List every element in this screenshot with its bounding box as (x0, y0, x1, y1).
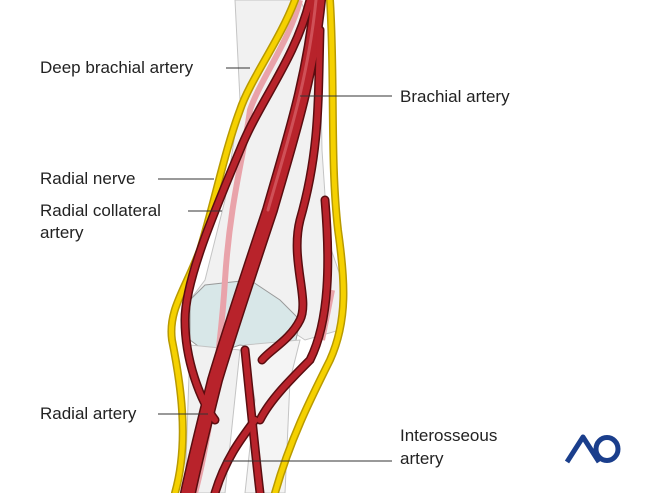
label-interosseous-artery-2: artery (400, 449, 444, 468)
collateral-branch (259, 27, 323, 363)
label-radial-collateral-artery-1: Radial collateral (40, 201, 161, 220)
label-radial-artery: Radial artery (40, 404, 137, 423)
radial-collateral-artery (181, 0, 313, 423)
ao-logo (564, 434, 621, 464)
recurrent-branch (257, 197, 331, 423)
label-interosseous-artery-1: Interosseous (400, 426, 498, 445)
label-brachial-artery: Brachial artery (400, 87, 510, 106)
label-radial-nerve: Radial nerve (40, 169, 136, 188)
brachial-artery (181, 0, 325, 493)
label-deep-brachial-artery: Deep brachial artery (40, 58, 194, 77)
ulnar-nerve (272, 0, 346, 493)
label-radial-collateral-artery-2: artery (40, 223, 84, 242)
interosseous-artery (212, 417, 258, 493)
